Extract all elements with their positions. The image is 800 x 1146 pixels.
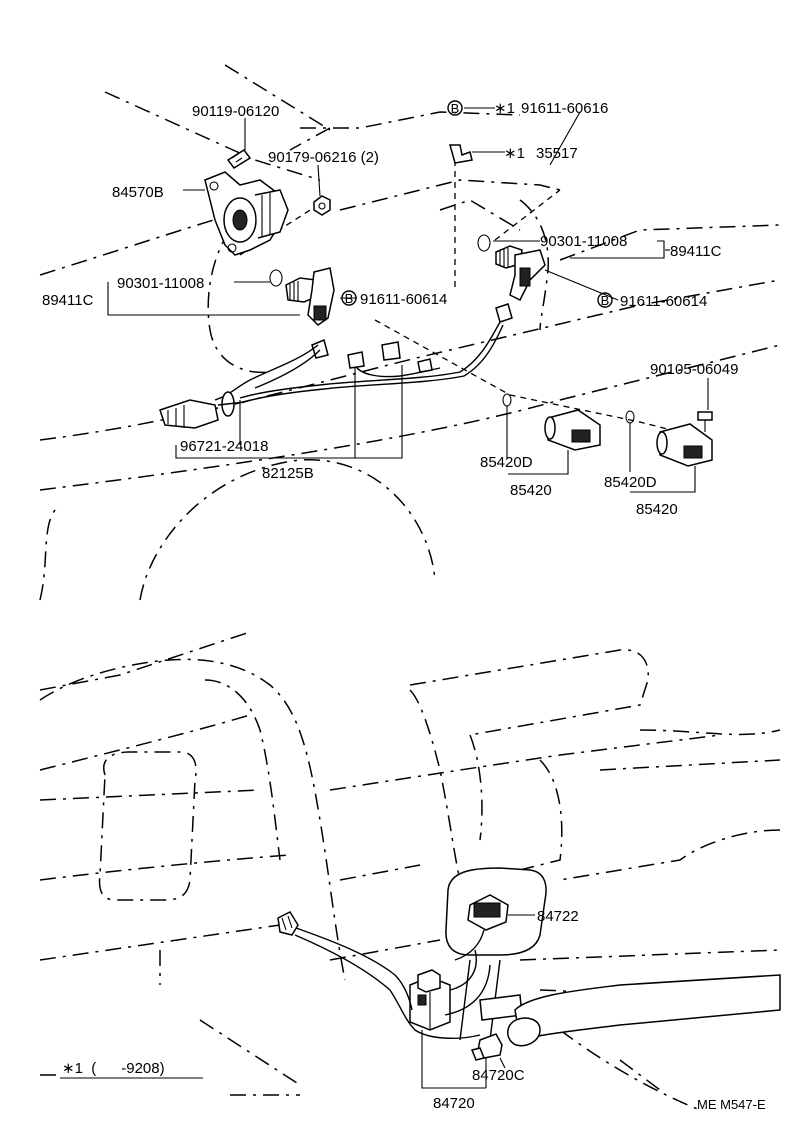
label-90179-06216: 90179-06216 (2) [268, 149, 379, 166]
circle-b-marker-top: B [447, 100, 463, 116]
circle-b-marker-right: B [597, 292, 613, 308]
label-89411c-left: 89411C [42, 292, 94, 309]
label-85420-b: 85420 [636, 501, 678, 518]
label-85420d-b: 85420D [604, 474, 657, 491]
label-90301-11008-right: 90301-11008 [540, 233, 627, 250]
console-box-icon [445, 867, 781, 1047]
label-85420-a: 85420 [510, 482, 552, 499]
nut-90179-icon [313, 195, 331, 216]
label-91611-60614-left: 91611-60614 [360, 291, 447, 308]
label-84722: 84722 [537, 908, 579, 925]
label-star1-a: ∗1 [494, 100, 515, 117]
solenoid-85420-b-icon [625, 410, 713, 467]
label-89411c-right: 89411C [670, 243, 722, 260]
drawing-code: ME M547-E [697, 1097, 766, 1112]
svg-text:B: B [601, 293, 610, 308]
connector-84722-icon [454, 894, 509, 961]
bottom-part-labels: 84722 84720C 84720 [433, 908, 579, 1112]
label-90105-06049: 90105-06049 [650, 361, 738, 378]
label-91611-60616: 91611-60616 [521, 100, 608, 117]
clip-35517-icon [449, 144, 473, 164]
footnote-text: ∗1 ( -9208) [62, 1060, 165, 1077]
label-91611-60614-right: 91611-60614 [620, 293, 707, 310]
label-35517: 35517 [536, 145, 578, 162]
label-96721-24018: 96721-24018 [180, 438, 268, 455]
wire-harness-82125b-icon [159, 321, 504, 429]
footnote: ∗1 ( -9208) [60, 1060, 203, 1079]
bottom-leader-lines [421, 914, 535, 1089]
circle-b-marker-left: B [341, 290, 357, 306]
sensor-84570b-icon [204, 171, 289, 256]
label-90119-06120: 90119-06120 [192, 103, 279, 120]
label-85420d-a: 85420D [480, 454, 533, 471]
label-90301-11008-left: 90301-11008 [117, 275, 204, 292]
label-84720: 84720 [433, 1095, 475, 1112]
svg-text:B: B [345, 291, 354, 306]
top-leader-lines [107, 107, 709, 493]
switch-84720-icon [409, 969, 451, 1031]
top-part-labels: 90119-06120 90179-06216 (2) 84570B 90301… [42, 100, 738, 518]
left-speed-sensor-icon [269, 267, 335, 359]
top-body-outline [39, 64, 781, 601]
clip-84720c-icon [470, 1033, 503, 1061]
bottom-harness-icon [277, 911, 491, 1039]
solenoid-85420-a-icon [502, 393, 601, 451]
right-speed-sensor-icon [477, 234, 546, 323]
label-84570b: 84570B [112, 184, 164, 201]
label-84720c: 84720C [472, 1067, 525, 1084]
label-star1-b: ∗1 [504, 145, 525, 162]
bolt-90119-icon [226, 148, 252, 170]
svg-text:B: B [451, 101, 460, 116]
label-82125b: 82125B [262, 465, 314, 482]
bottom-interior-outline [39, 631, 781, 1111]
